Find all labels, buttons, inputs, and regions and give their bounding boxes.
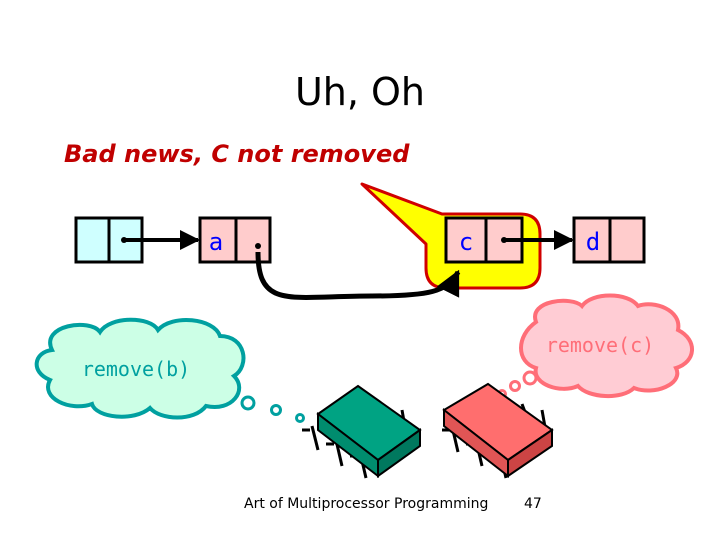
thought-text-left: remove(b) xyxy=(82,357,190,381)
pointer-dot-a xyxy=(255,243,261,249)
thought-bubble-dot-3 xyxy=(295,413,305,423)
slide-title: Uh, Oh xyxy=(294,70,426,114)
node-head xyxy=(74,216,144,264)
thread-right-icon xyxy=(442,382,554,479)
thought-bubble-dot-1 xyxy=(522,370,538,386)
thread-left-icon xyxy=(302,384,422,479)
thought-bubble-dot-1 xyxy=(240,395,256,411)
pointer-dot-head xyxy=(121,237,127,243)
node-c-label: c xyxy=(459,228,473,256)
page-number: 47 xyxy=(524,496,542,512)
node-d-label: d xyxy=(586,228,600,256)
footer-title: Art of Multiprocessor Programming xyxy=(244,496,489,512)
thought-cloud-left: remove(b) xyxy=(34,317,305,423)
thought-bubble-dot-2 xyxy=(270,404,282,416)
thought-cloud-right: remove(c) xyxy=(497,293,694,399)
thought-bubble-dot-2 xyxy=(509,380,521,392)
thought-text-right: remove(c) xyxy=(546,333,654,357)
subtitle-bad-news: Bad news, C not removed xyxy=(64,140,410,168)
node-a-label: a xyxy=(209,228,223,256)
pointer-dot-c xyxy=(501,237,507,243)
arrow-a-to-c xyxy=(255,251,461,300)
node-d: d xyxy=(572,216,646,264)
